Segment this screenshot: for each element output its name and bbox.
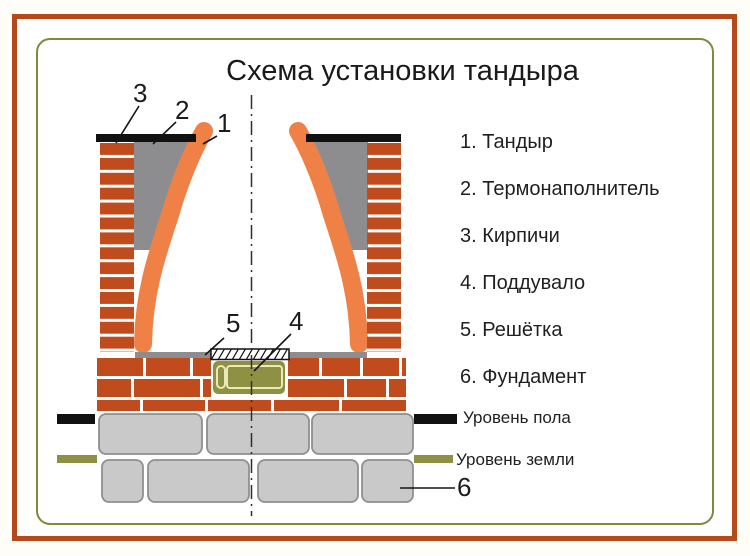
leader-5 [204, 337, 225, 356]
brick [389, 379, 406, 397]
callout-2: 2 [175, 95, 190, 125]
top-cap-left [96, 134, 196, 142]
top-cap-right [306, 134, 401, 142]
legend-item-foundation: 6. Фундамент [460, 366, 587, 388]
grate [210, 348, 290, 361]
legend-item-bricks: 3. Кирпичи [460, 225, 560, 247]
brick [146, 358, 190, 376]
callout-1: 1 [217, 108, 232, 138]
legend-item-ash-pit: 4. Поддувало [460, 272, 586, 294]
platform-bricks [97, 358, 406, 411]
callout-5: 5 [226, 308, 241, 338]
floor-level-bar-right [414, 414, 457, 424]
page-title: Схема установки тандыра [226, 55, 579, 87]
ash-pit-box [213, 361, 285, 394]
floor-level-bar-left [57, 414, 95, 424]
ash-pit-door-handle [216, 365, 226, 389]
brick [97, 358, 143, 376]
brick [363, 358, 399, 376]
brick [134, 379, 200, 397]
brick [322, 358, 360, 376]
brick [288, 379, 344, 397]
brick [288, 358, 319, 376]
foundation-block [98, 413, 203, 455]
foundation-block [257, 459, 359, 503]
brick [347, 379, 386, 397]
leader-1 [202, 135, 218, 145]
brick [342, 400, 406, 411]
brick [97, 379, 131, 397]
brick [274, 400, 339, 411]
ash-pit-body [213, 361, 285, 394]
legend-item-tandyr: 1. Тандыр [460, 131, 553, 153]
brick [193, 358, 211, 376]
brick-column-right [367, 143, 401, 352]
vessel-wall-right [289, 122, 368, 353]
foundation [98, 413, 414, 503]
foundation-block [206, 413, 310, 455]
legend-item-thermal-filler: 2. Термонаполнитель [460, 178, 660, 200]
tandyr-vessel [134, 122, 368, 353]
brick-column-left [100, 143, 134, 352]
brick [203, 379, 211, 397]
callout-3: 3 [133, 78, 148, 108]
brick [97, 400, 140, 411]
foundation-block [361, 459, 414, 503]
ash-pit-door [226, 365, 283, 389]
callout-6: 6 [457, 472, 472, 502]
ground-level-bar-left [57, 455, 97, 463]
leader-2 [152, 121, 177, 145]
callout-4: 4 [289, 306, 304, 336]
foundation-block [311, 413, 414, 455]
floor-level-label: Уровень пола [463, 408, 571, 427]
legend-item-grate: 5. Решётка [460, 319, 563, 341]
ground-level-label: Уровень земли [456, 450, 575, 469]
ground-level-bar-right [414, 455, 453, 463]
brick [208, 400, 271, 411]
leader-3 [115, 105, 140, 144]
foundation-block [101, 459, 144, 503]
leader-lines [115, 105, 455, 489]
brick [402, 358, 406, 376]
brick [143, 400, 205, 411]
vessel-wall-left [134, 122, 213, 353]
foundation-block [147, 459, 250, 503]
leader-4 [253, 333, 292, 372]
legend: 1. Тандыр 2. Термонаполнитель 3. Кирпичи… [460, 131, 660, 388]
